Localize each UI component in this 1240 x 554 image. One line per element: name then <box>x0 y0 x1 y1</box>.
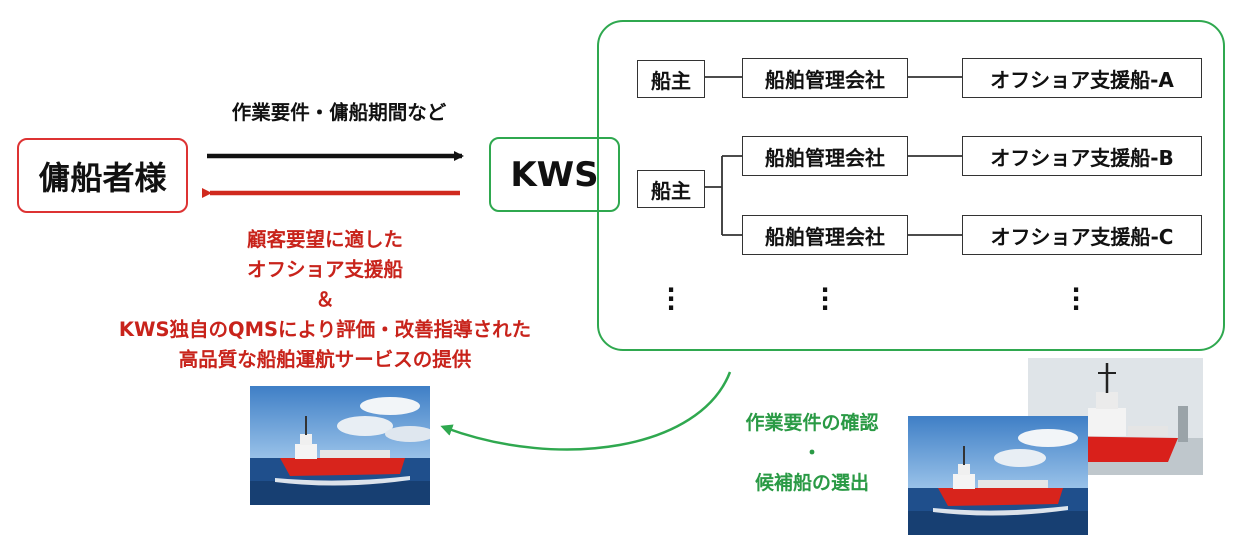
selection-description: 作業要件の確認 ・ 候補船の選出 <box>722 408 902 498</box>
service-line-2: オフショア支援船 <box>246 258 403 281</box>
request-label: 作業要件・傭船期間など <box>231 101 447 124</box>
ellipsis-management: ··· <box>820 276 830 322</box>
service-description: 顧客要望に適した オフショア支援船 ＆ KWS独自のQMSにより評価・改善指導さ… <box>60 225 590 375</box>
selection-arrow <box>440 371 732 451</box>
vessel-network-panel <box>597 20 1225 351</box>
vessel-a: オフショア支援船-A <box>962 58 1202 98</box>
owner-box-1: 船主 <box>637 60 705 98</box>
vessel-photo-sea <box>250 386 430 505</box>
ellipsis-vessel: ··· <box>1071 276 1081 322</box>
charterer-box: 傭船者様 <box>17 138 188 213</box>
management-company-a: 船舶管理会社 <box>742 58 908 98</box>
selection-line-2: ・ <box>802 442 822 464</box>
selection-line-3: 候補船の選出 <box>754 472 869 494</box>
vessel-photo-sea-2 <box>908 416 1088 535</box>
vessel-b: オフショア支援船-B <box>962 136 1202 176</box>
ellipsis-owner: ··· <box>666 276 676 322</box>
kws-label: KWS <box>510 154 599 195</box>
management-company-b: 船舶管理会社 <box>742 136 908 176</box>
service-line-4: KWS独自のQMSにより評価・改善指導された <box>118 318 532 341</box>
selection-line-1: 作業要件の確認 <box>745 412 879 434</box>
service-line-1: 顧客要望に適した <box>246 228 403 251</box>
owner-box-2: 船主 <box>637 170 705 208</box>
vessel-c: オフショア支援船-C <box>962 215 1202 255</box>
service-line-3: ＆ <box>315 288 335 311</box>
service-line-5: 高品質な船舶運航サービスの提供 <box>178 348 472 371</box>
management-company-c: 船舶管理会社 <box>742 215 908 255</box>
charterer-label: 傭船者様 <box>38 158 167 197</box>
